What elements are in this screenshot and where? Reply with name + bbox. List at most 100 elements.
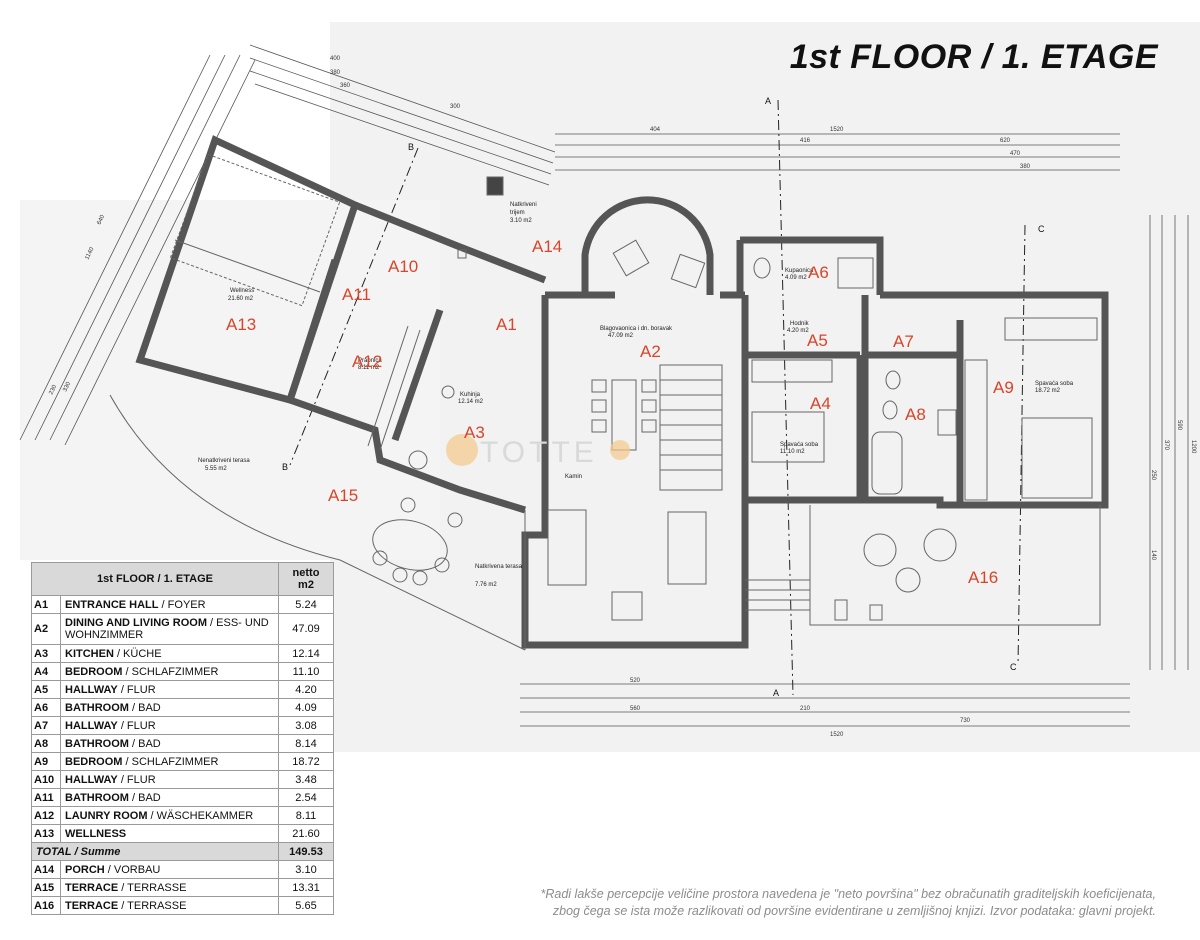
legend-name-cell: BATHROOM / BAD bbox=[60, 698, 279, 717]
legend-name: TERRACE bbox=[65, 881, 119, 894]
legend-sub: / WÄSCHEKAMMER bbox=[147, 809, 254, 822]
legend-sub: / BAD bbox=[128, 701, 161, 714]
legend-value: 4.20 bbox=[278, 680, 334, 699]
room-tag-a6: A6 bbox=[808, 263, 829, 282]
section-a-top: A bbox=[765, 96, 771, 106]
room-tags: A1 A2 A3 A4 A5 A6 A7 A8 A9 A10 A11 A12 A… bbox=[226, 237, 1014, 587]
footnote-line-2: zbog čega se ista može razlikovati od po… bbox=[552, 904, 1156, 918]
bedroom2-area: 18.72 m2 bbox=[1035, 388, 1061, 394]
laundry-label: Praonica bbox=[358, 358, 382, 364]
footnote-line-1: *Radi lakše percepcije veličine prostora… bbox=[540, 887, 1157, 901]
legend-name-cell: BEDROOM / SCHLAFZIMMER bbox=[60, 752, 279, 771]
legend-value: 3.08 bbox=[278, 716, 334, 735]
legend-name: HALLWAY bbox=[65, 773, 118, 786]
legend-name: BATHROOM bbox=[65, 737, 129, 750]
legend-code: A13 bbox=[31, 824, 61, 843]
legend-value: 3.48 bbox=[278, 770, 334, 789]
bath-area: 4.09 m2 bbox=[785, 275, 807, 281]
dim-top-right-1: 404 bbox=[650, 127, 661, 133]
legend-sub: / TERRASSE bbox=[118, 881, 187, 894]
dim-top-right-5: 380 bbox=[1020, 164, 1031, 170]
bathtub bbox=[871, 431, 903, 495]
legend-code: A15 bbox=[31, 878, 61, 897]
legend-code: A1 bbox=[31, 595, 61, 614]
dim-right-3: 370 bbox=[1163, 440, 1169, 451]
legend-sub: / VORBAU bbox=[104, 863, 161, 876]
legend-value: 5.65 bbox=[278, 896, 334, 915]
dimension-labels: 400 380 360 300 1520 404 416 620 470 380… bbox=[48, 56, 1196, 738]
hallway-area: 4.20 m2 bbox=[787, 328, 809, 334]
terrace-table bbox=[372, 519, 448, 571]
dim-top-left-1: 400 bbox=[330, 56, 341, 62]
room-tag-a15: A15 bbox=[328, 486, 358, 505]
legend-sub: / BAD bbox=[128, 791, 161, 804]
room-tag-a2: A2 bbox=[640, 342, 661, 361]
legend-value: 11.10 bbox=[278, 662, 334, 681]
dim-bottom-3: 210 bbox=[800, 706, 811, 712]
dim-right-4: 250 bbox=[1150, 470, 1156, 481]
dim-bottom-1520: 1520 bbox=[830, 732, 844, 738]
legend-sub: / FOYER bbox=[158, 598, 206, 611]
legend-name: LAUNRY ROOM bbox=[65, 809, 148, 822]
legend-name-cell: TERRACE / TERRASSE bbox=[60, 896, 279, 915]
legend-name: BATHROOM bbox=[65, 701, 129, 714]
legend-code: A3 bbox=[31, 644, 61, 663]
dim-left-3: 230 bbox=[48, 384, 58, 396]
footnote: *Radi lakše percepcije veličine prostora… bbox=[436, 886, 1157, 920]
plan-paper-left bbox=[20, 200, 440, 560]
section-b-top: B bbox=[408, 142, 414, 152]
bedroom1-area: 11.10 m2 bbox=[780, 449, 805, 455]
dim-bottom-4: 730 bbox=[960, 718, 971, 724]
dim-bottom-1: 520 bbox=[630, 678, 641, 684]
porch-sub: trijem bbox=[510, 210, 525, 216]
walls bbox=[135, 135, 1109, 649]
kitchen-label: Kuhinja bbox=[460, 392, 481, 398]
legend-sub: / FLUR bbox=[117, 683, 156, 696]
dim-left-4: 330 bbox=[62, 381, 72, 393]
terrace-left-area: 5.55 m2 bbox=[205, 466, 227, 472]
dim-top-left-3: 360 bbox=[340, 83, 351, 89]
legend-code: A2 bbox=[31, 613, 61, 645]
legend-name-cell: TERRACE / TERRASSE bbox=[60, 878, 279, 897]
terrace-mid-label: Natkrivena terasa bbox=[475, 564, 523, 570]
dim-bottom-2: 560 bbox=[630, 706, 641, 712]
legend-total-label: TOTAL / Summe bbox=[31, 842, 279, 861]
bedroom1-label: Spavaća soba bbox=[780, 442, 819, 448]
plan-paper bbox=[330, 22, 1200, 752]
legend-value: 18.72 bbox=[278, 752, 334, 771]
dimension-lines bbox=[19, 44, 1189, 727]
legend-name: BEDROOM bbox=[65, 755, 123, 768]
legend-code: A14 bbox=[31, 860, 61, 879]
legend-name-cell: BATHROOM / BAD bbox=[60, 734, 279, 753]
dim-right-1: 1200 bbox=[1190, 440, 1196, 454]
section-c-bottom: C bbox=[1010, 662, 1017, 672]
legend-name: PORCH bbox=[65, 863, 105, 876]
legend-value: 8.11 bbox=[278, 806, 334, 825]
legend-name-cell: DINING AND LIVING ROOM / ESS- UND WOHNZI… bbox=[60, 613, 279, 645]
room-tag-a16: A16 bbox=[968, 568, 998, 587]
wellness-label: Wellness bbox=[230, 288, 254, 294]
room-tag-a12: A12 bbox=[352, 352, 382, 371]
section-c-top: C bbox=[1038, 224, 1045, 234]
room-tag-a14: A14 bbox=[532, 237, 562, 256]
legend-value: 5.24 bbox=[278, 595, 334, 614]
room-tag-a5: A5 bbox=[807, 331, 828, 350]
legend-code: A10 bbox=[31, 770, 61, 789]
sofa-left bbox=[547, 509, 587, 586]
legend-value: 2.54 bbox=[278, 788, 334, 807]
room-tag-a10: A10 bbox=[388, 257, 418, 276]
legend-code: A5 bbox=[31, 680, 61, 699]
legend-sub: / KÜCHE bbox=[113, 647, 162, 660]
legend-name: KITCHEN bbox=[65, 647, 114, 660]
dining-area: 47.09 m2 bbox=[608, 333, 634, 339]
